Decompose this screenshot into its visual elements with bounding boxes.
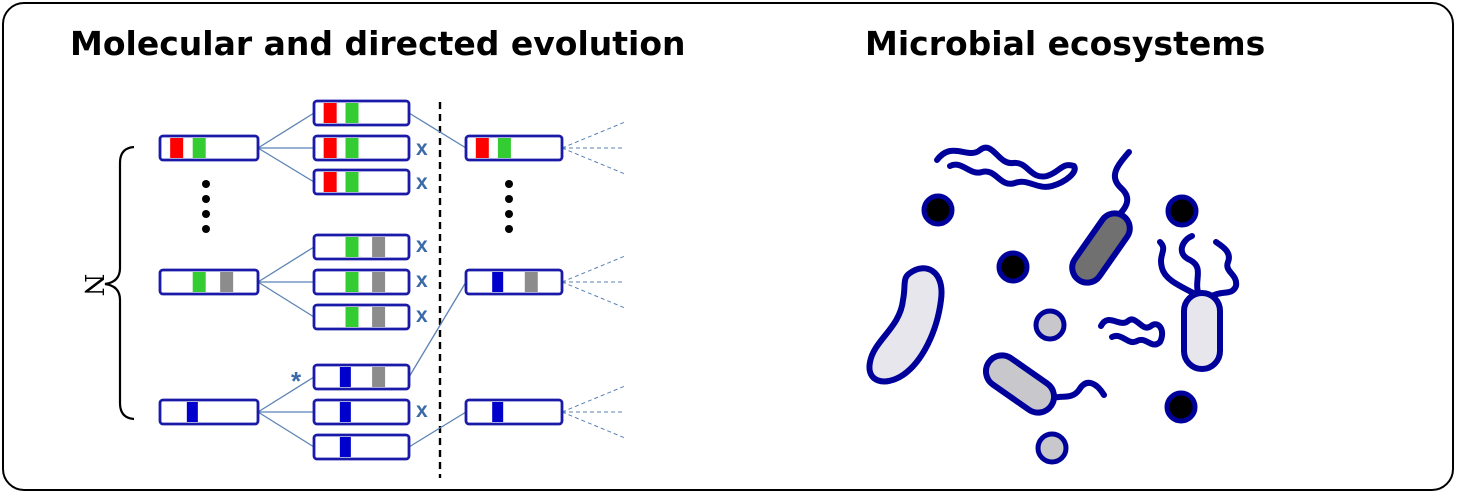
offspring-genome <box>312 99 411 127</box>
parent-genome <box>158 134 260 162</box>
discard-mark: x <box>416 171 428 194</box>
evolution-diagram: N <box>78 99 626 478</box>
mutation-band-red <box>475 138 489 158</box>
curved-bacterium <box>866 265 945 385</box>
discard-mark: x <box>416 304 428 327</box>
coccus-dark <box>1165 194 1199 228</box>
mutation-band-green <box>345 307 359 327</box>
coccus-dark <box>996 250 1030 284</box>
beneficial-mutation-mark: * <box>291 366 302 396</box>
offspring-genome <box>312 398 411 426</box>
spirillum-filament <box>1098 316 1166 348</box>
offspring-genome <box>312 233 411 261</box>
mutation-band-green <box>345 237 359 257</box>
parent-genome <box>158 398 260 426</box>
mutation-band-green <box>345 138 359 158</box>
molecular-evolution-title: Molecular and directed evolution <box>70 24 686 63</box>
population-brace <box>104 145 135 421</box>
mutation-band-gray <box>372 307 386 327</box>
mutation-band-green <box>192 272 206 292</box>
ellipsis-dots-left <box>202 180 210 233</box>
offspring-genome <box>312 168 411 196</box>
ellipsis-dots-right <box>505 180 513 233</box>
parent-genome <box>158 268 260 296</box>
rod-bacterium-gray <box>982 352 1058 416</box>
microbe-community <box>866 144 1240 465</box>
mutation-band-blue <box>339 437 351 457</box>
figure-frame <box>2 2 1454 491</box>
offspring-genome <box>312 363 411 391</box>
offspring-genome <box>312 134 411 162</box>
discard-mark: x <box>416 234 428 257</box>
next-generation-genome <box>464 134 564 162</box>
mutation-band-blue <box>492 402 504 422</box>
next-generation-genome <box>464 398 564 426</box>
next-generation-genome <box>464 268 564 296</box>
mutation-band-green <box>345 103 359 123</box>
mutation-band-blue <box>339 367 351 387</box>
rod-flagellum <box>1110 149 1132 223</box>
coccus-light <box>1033 308 1067 342</box>
coccus-dark <box>1164 390 1198 424</box>
rod-bacterium-dark <box>1069 210 1133 286</box>
mutation-band-green <box>192 138 206 158</box>
rod-flagellum <box>1178 233 1202 299</box>
mutation-band-red <box>323 103 337 123</box>
mutation-band-green <box>345 272 359 292</box>
mutation-band-gray <box>372 237 386 257</box>
mutation-band-red <box>170 138 184 158</box>
mutation-band-red <box>323 172 337 192</box>
mutation-band-gray <box>372 367 386 387</box>
coccus-light <box>1035 431 1069 465</box>
microbial-ecosystems-title: Microbial ecosystems <box>865 24 1266 63</box>
discard-mark: x <box>416 137 428 160</box>
mutation-band-blue <box>492 272 504 292</box>
coccus-dark <box>921 193 955 227</box>
discard-mark: x <box>416 269 428 292</box>
spirillum-filament <box>934 144 1078 190</box>
coccus-dark-group <box>921 193 1199 424</box>
fan-out-lines <box>561 121 626 439</box>
rod-flagellum <box>1209 239 1240 299</box>
mutation-band-gray <box>524 272 538 292</box>
mutation-band-green <box>497 138 511 158</box>
rod-bacterium-light <box>1181 290 1223 372</box>
branch-lines <box>257 112 467 448</box>
offspring-genome <box>312 303 411 331</box>
discard-mark: x <box>416 399 428 422</box>
mutation-band-red <box>323 138 337 158</box>
offspring-genome <box>312 433 411 461</box>
mutation-band-gray <box>372 272 386 292</box>
mutation-band-gray <box>220 272 234 292</box>
mutation-band-green <box>345 172 359 192</box>
offspring-genome <box>312 268 411 296</box>
population-size-label: N <box>78 274 108 297</box>
mutation-band-blue <box>186 402 198 422</box>
mutation-band-blue <box>339 402 351 422</box>
rod-flagellum <box>1157 239 1202 299</box>
